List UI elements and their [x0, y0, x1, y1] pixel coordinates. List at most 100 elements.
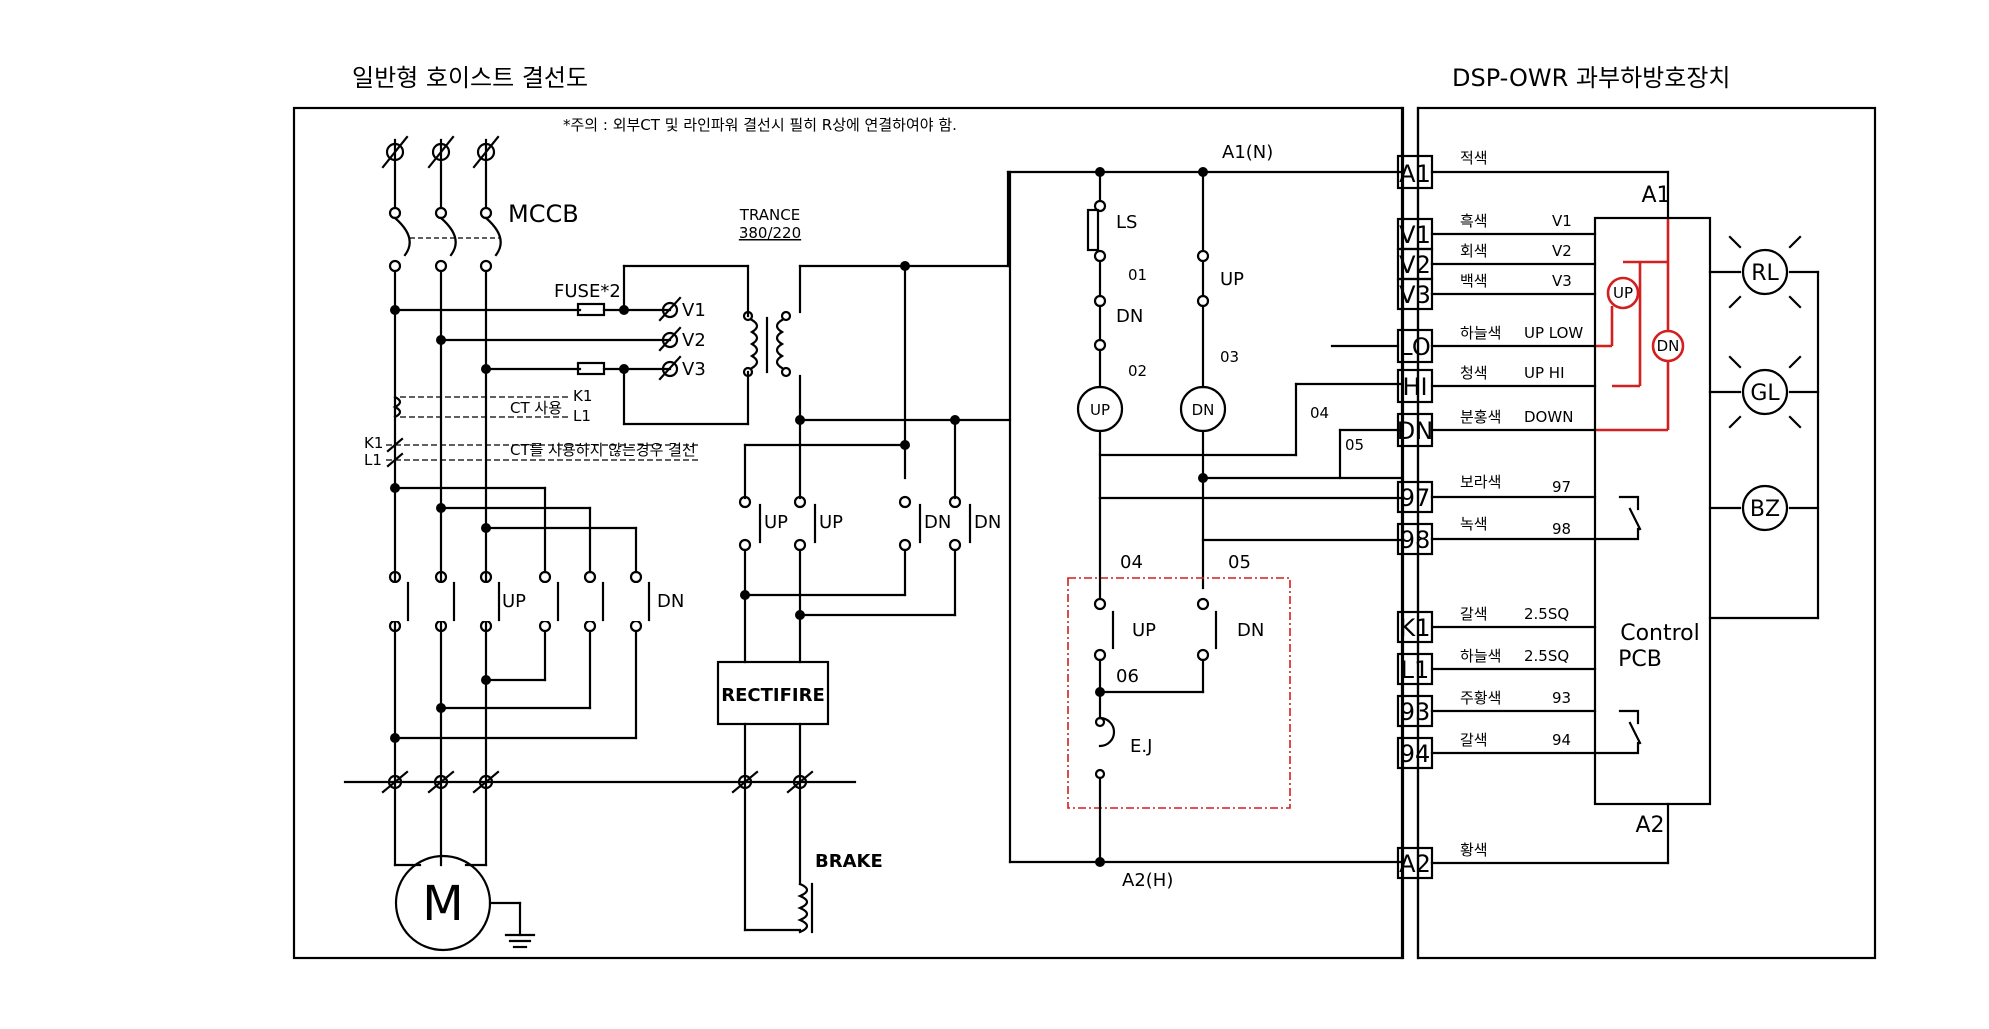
svg-text:HI: HI [1402, 373, 1427, 401]
ct-section [386, 395, 700, 468]
svg-text:UP LOW: UP LOW [1524, 324, 1583, 342]
svg-text:흑색: 흑색 [1460, 212, 1488, 230]
node-02-label: 02 [1128, 362, 1147, 380]
ct-k1-label: K1 [573, 387, 592, 405]
title-left: 일반형 호이스트 결선도 [352, 64, 588, 92]
terminal-v1: V1 [1396, 217, 1434, 251]
motor [393, 854, 536, 952]
a1n-label: A1(N) [1222, 142, 1273, 163]
ct-nouse-label: CT를 사용하지 않는경우 결선 [510, 441, 696, 459]
terminal-v3: V3 [1396, 277, 1434, 311]
control-contactors [738, 261, 972, 664]
gl-lamp [1728, 355, 1802, 429]
ls-label: LS [1116, 212, 1137, 233]
svg-text:L1: L1 [1401, 656, 1430, 684]
v-taps [390, 296, 682, 381]
gl-label: GL [1750, 381, 1780, 406]
k1-side-label: K1 [364, 434, 383, 452]
svg-text:황색: 황색 [1460, 841, 1488, 859]
svg-text:V3: V3 [1399, 281, 1431, 309]
tap-v1-label: V1 [682, 300, 706, 321]
svg-text:93: 93 [1400, 698, 1431, 726]
node-04b-label: 04 [1120, 552, 1143, 573]
terminal-98: 98 [1396, 522, 1434, 556]
svg-text:V3: V3 [1552, 272, 1572, 290]
pcb-label: PCB [1618, 647, 1662, 672]
transformer [622, 170, 1102, 426]
control-pcb-box [1593, 216, 1712, 806]
terminal-hi: HI [1396, 368, 1434, 404]
node-03-label: 03 [1220, 348, 1239, 366]
ctl-dn2-label: DN [974, 512, 1001, 533]
node-04-label: 04 [1310, 404, 1329, 422]
pendant-up-label: UP [1132, 620, 1156, 641]
rectifier-brake [716, 660, 830, 934]
rl-label: RL [1751, 261, 1779, 286]
svg-text:하늘색: 하늘색 [1460, 324, 1501, 342]
ls-dn-label: DN [1116, 306, 1143, 327]
svg-text:94: 94 [1552, 731, 1571, 749]
pcb-a2-label: A2 [1635, 813, 1664, 838]
svg-text:K1: K1 [1399, 614, 1430, 642]
pendant-switch [1067, 496, 1291, 867]
svg-text:V1: V1 [1399, 221, 1431, 249]
svg-text:갈색: 갈색 [1460, 731, 1488, 749]
ctl-up2-label: UP [819, 512, 843, 533]
svg-text:백색: 백색 [1460, 272, 1488, 290]
terminal-v2: V2 [1396, 247, 1434, 281]
terminal-93: 93 [1396, 694, 1434, 728]
pcb-wiring [1330, 170, 1670, 865]
svg-text:94: 94 [1400, 740, 1431, 768]
ct-l1-label: L1 [573, 407, 591, 425]
red-up-label: UP [1613, 284, 1633, 302]
terminal-a2: A2 [1396, 846, 1434, 880]
svg-text:V2: V2 [1552, 242, 1572, 260]
caution-note: *주의 : 외부CT 및 라인파워 결선시 필히 R상에 연결하여야 함. [563, 116, 957, 134]
svg-text:녹색: 녹색 [1460, 515, 1488, 533]
svg-text:A2: A2 [1399, 850, 1431, 878]
svg-text:97: 97 [1400, 484, 1431, 512]
terminal-97: 97 [1396, 480, 1434, 514]
svg-text:98: 98 [1400, 526, 1431, 554]
contactor-dn-label: DN [657, 591, 684, 612]
svg-text:분홍색: 분홍색 [1460, 408, 1501, 426]
svg-text:A1: A1 [1399, 160, 1431, 188]
svg-text:회색: 회색 [1460, 242, 1488, 260]
terminal-a1: A1 [1396, 154, 1434, 190]
pcb-a1-label: A1 [1641, 183, 1670, 208]
svg-text:V1: V1 [1552, 212, 1572, 230]
svg-text:DOWN: DOWN [1524, 408, 1573, 426]
tap-v2-label: V2 [682, 330, 706, 351]
limit-up-label: UP [1220, 269, 1244, 290]
terminal-lo: LO [1396, 328, 1434, 364]
tap-v3-label: V3 [682, 359, 706, 380]
mccb-label: MCCB [508, 200, 579, 228]
mccb-breaker [384, 206, 502, 273]
svg-text:LO: LO [1399, 333, 1430, 361]
svg-text:갈색: 갈색 [1460, 605, 1488, 623]
svg-text:보라색: 보라색 [1460, 473, 1501, 491]
terminal-k1: K1 [1396, 610, 1434, 644]
rectifire-label: RECTIFIRE [721, 685, 825, 706]
indicators [1708, 235, 1820, 620]
svg-text:하늘색: 하늘색 [1460, 647, 1501, 665]
coil-up-label: UP [1090, 401, 1110, 419]
rl-lamp [1728, 235, 1802, 309]
svg-text:93: 93 [1552, 689, 1571, 707]
node-06-label: 06 [1116, 666, 1139, 687]
trance-ratio-label: 380/220 [739, 224, 801, 242]
pcb-control-label: Control [1620, 621, 1700, 646]
coil-dn-label: DN [1192, 401, 1215, 419]
contactor-main [343, 483, 857, 794]
terminal-dn: DN [1397, 412, 1433, 448]
ctl-up1-label: UP [764, 512, 788, 533]
bz-label: BZ [1750, 497, 1780, 522]
contactor-up-label: UP [502, 591, 526, 612]
node-05b-label: 05 [1228, 552, 1251, 573]
brake-label: BRAKE [815, 851, 883, 872]
node-01-label: 01 [1128, 266, 1147, 284]
node-05-label: 05 [1345, 436, 1364, 454]
bz-buzzer [1741, 484, 1789, 532]
svg-text:UP HI: UP HI [1524, 364, 1565, 382]
